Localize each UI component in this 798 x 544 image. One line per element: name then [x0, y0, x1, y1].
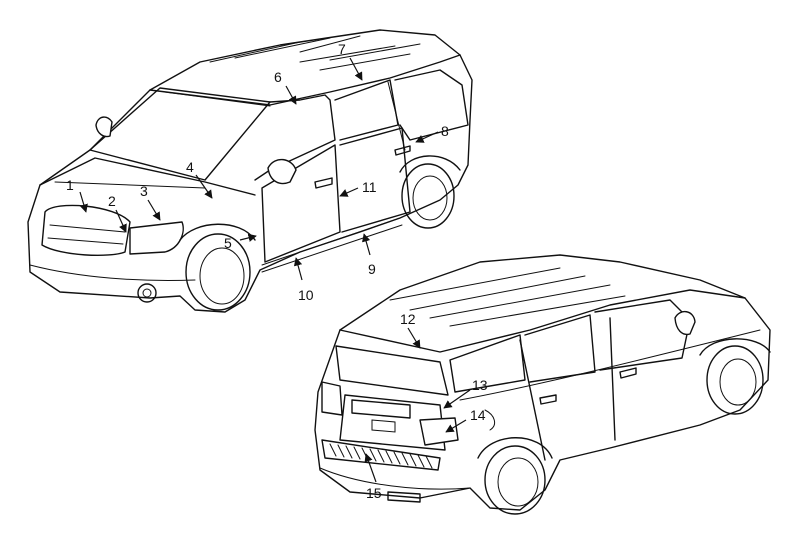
- callout-4: 4: [186, 159, 194, 175]
- leader-1: [79, 191, 88, 213]
- callout-9: 9: [368, 261, 376, 277]
- callout-6: 6: [274, 69, 282, 85]
- leader-11: [339, 187, 359, 197]
- callout-8: 8: [441, 123, 449, 139]
- callout-2: 2: [108, 193, 116, 209]
- leader-arrows: [79, 57, 471, 483]
- leader-10: [293, 257, 303, 281]
- leader-4: [195, 174, 213, 199]
- callout-7: 7: [338, 41, 346, 57]
- leader-13: [443, 389, 471, 409]
- leader-2: [115, 209, 127, 233]
- callout-labels: 1 2 3 4 5 6 7 8 9 10 11 12 13 14 15: [66, 41, 488, 501]
- callout-11: 11: [362, 179, 377, 195]
- callout-12: 12: [400, 311, 416, 327]
- front-vehicle-illustration: [27, 29, 473, 313]
- callout-5: 5: [224, 235, 232, 251]
- leader-12: [407, 327, 421, 349]
- leader-5: [239, 233, 257, 242]
- callout-10: 10: [298, 287, 314, 303]
- callout-14: 14: [470, 407, 486, 423]
- callout-15: 15: [366, 485, 382, 501]
- leader-6: [285, 85, 297, 105]
- leader-8: [415, 131, 439, 143]
- callout-13: 13: [472, 377, 488, 393]
- leader-14: [445, 419, 467, 433]
- leader-3: [147, 199, 161, 221]
- callout-1: 1: [66, 177, 74, 193]
- rear-vehicle-illustration: [314, 254, 771, 515]
- callout-3: 3: [140, 183, 148, 199]
- leader-9: [362, 233, 371, 256]
- front-vehicle-body: [27, 29, 473, 313]
- leader-7: [349, 57, 363, 81]
- leader-15: [364, 453, 377, 483]
